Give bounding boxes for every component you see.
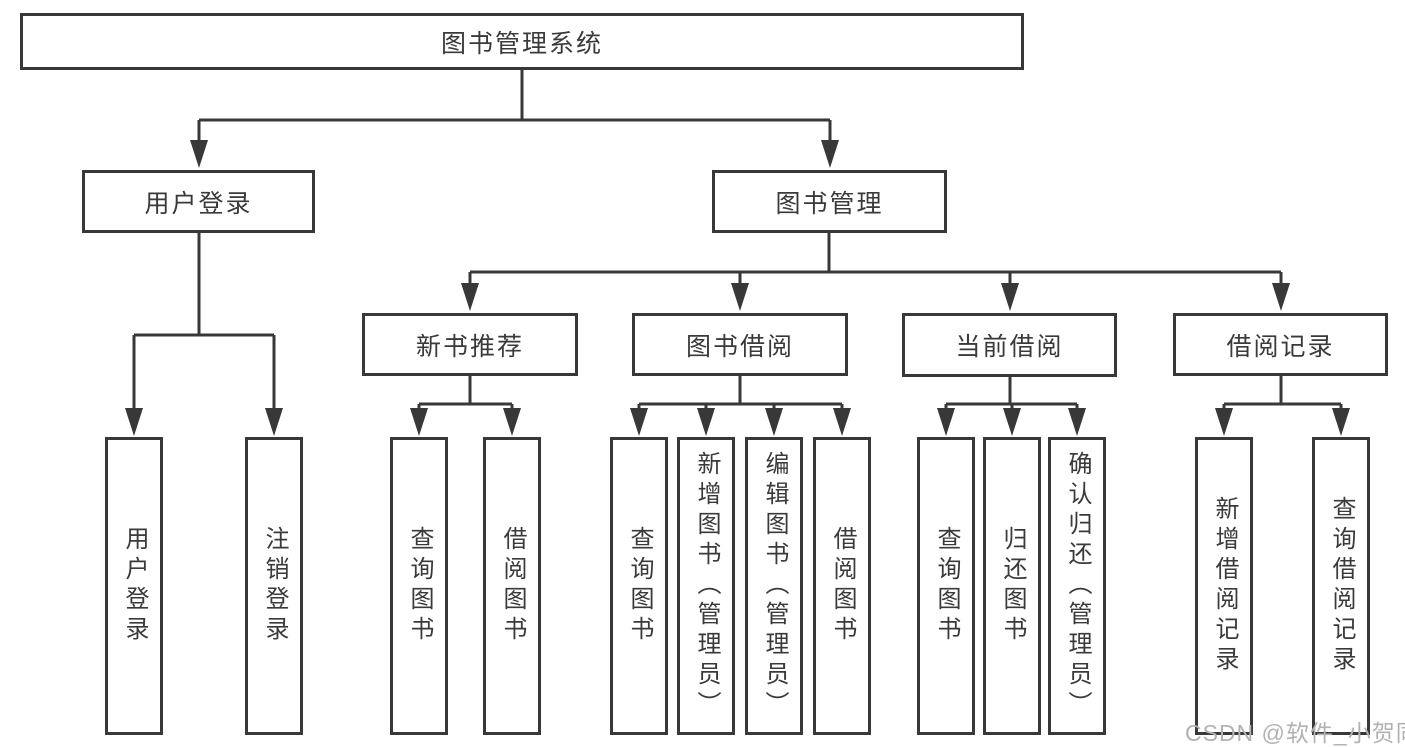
watermark: CSDN @软件_小贺同学 <box>1185 720 1405 746</box>
connector-borrow-records-branch <box>1222 376 1343 414</box>
arrowhead-cb-query <box>937 408 955 436</box>
node-nb-borrow-label: 借阅图书 <box>499 526 526 646</box>
node-bb-add-label: 新增图书（管理员） <box>693 451 720 721</box>
arrowhead-bb-borrow <box>833 408 851 436</box>
node-bb-borrow: 借阅图书 <box>813 437 871 735</box>
node-borrow-records: 借阅记录 <box>1173 313 1388 376</box>
node-bb-borrow-label: 借阅图书 <box>829 526 856 646</box>
node-leaf-user-login: 用户登录 <box>105 437 163 735</box>
node-leaf-user-login-label: 用户登录 <box>121 526 148 646</box>
node-new-book-rec: 新书推荐 <box>362 313 578 376</box>
arrowhead-br-query <box>1332 408 1350 436</box>
node-bb-add: 新增图书（管理员） <box>677 437 735 735</box>
node-cb-query-label: 查询图书 <box>933 526 960 646</box>
node-book-mgmt-label: 图书管理 <box>775 189 884 218</box>
node-cb-confirm: 确认归还（管理员） <box>1048 437 1106 735</box>
node-book-borrow: 图书借阅 <box>632 313 848 376</box>
arrowhead-bb-add <box>697 408 715 436</box>
node-user-login-label: 用户登录 <box>144 189 253 218</box>
node-nb-query: 查询图书 <box>390 437 448 735</box>
node-root: 图书管理系统 <box>20 13 1024 70</box>
connector-new-book-rec-branch <box>417 376 514 414</box>
arrowhead-cb-confirm <box>1068 408 1086 436</box>
node-leaf-logout-label: 注销登录 <box>261 526 288 646</box>
node-current-borrow: 当前借阅 <box>902 313 1117 377</box>
node-bb-edit: 编辑图书（管理员） <box>745 437 803 735</box>
node-cb-return-label: 归还图书 <box>999 526 1026 646</box>
node-bb-query-label: 查询图书 <box>626 526 653 646</box>
connector-user-login-branch <box>132 233 276 412</box>
node-new-book-rec-label: 新书推荐 <box>415 332 524 361</box>
connector-root-branch <box>197 70 832 144</box>
node-current-borrow-label: 当前借阅 <box>955 333 1064 361</box>
node-borrow-records-label: 借阅记录 <box>1226 332 1335 361</box>
connector-book-mgmt-branch <box>468 233 1283 287</box>
node-cb-confirm-label: 确认归还（管理员） <box>1064 451 1091 721</box>
node-br-add-label: 新增借阅记录 <box>1211 496 1238 676</box>
node-root-label: 图书管理系统 <box>440 29 603 58</box>
arrowhead-br-add <box>1215 408 1233 436</box>
arrowhead-leaf-logout <box>265 408 283 436</box>
connector-book-borrow-branch <box>637 376 844 414</box>
node-nb-borrow: 借阅图书 <box>483 437 541 735</box>
arrowhead-borrow-records <box>1272 283 1290 311</box>
node-cb-query: 查询图书 <box>917 437 975 735</box>
arrowhead-bb-edit <box>765 408 783 436</box>
node-br-query: 查询借阅记录 <box>1312 437 1370 735</box>
arrowhead-new-book-rec <box>461 283 479 311</box>
node-bb-query: 查询图书 <box>610 437 668 735</box>
node-book-mgmt: 图书管理 <box>712 170 947 233</box>
node-bb-edit-label: 编辑图书（管理员） <box>761 451 788 721</box>
arrowhead-cb-return <box>1003 408 1021 436</box>
arrowhead-nb-borrow <box>503 408 521 436</box>
node-cb-return: 归还图书 <box>983 437 1041 735</box>
node-book-borrow-label: 图书借阅 <box>685 332 794 361</box>
node-user-login: 用户登录 <box>82 170 315 233</box>
arrowhead-leaf-user-login <box>125 408 143 436</box>
node-nb-query-label: 查询图书 <box>406 526 433 646</box>
node-br-query-label: 查询借阅记录 <box>1328 496 1355 676</box>
arrowhead-user-login <box>190 140 208 168</box>
node-br-add: 新增借阅记录 <box>1195 437 1253 735</box>
arrowhead-current-borrow <box>1001 283 1019 311</box>
arrowhead-book-mgmt <box>821 140 839 168</box>
arrowhead-nb-query <box>410 408 428 436</box>
arrowhead-book-borrow <box>731 283 749 311</box>
node-leaf-logout: 注销登录 <box>245 437 303 735</box>
arrowhead-bb-query <box>630 408 648 436</box>
